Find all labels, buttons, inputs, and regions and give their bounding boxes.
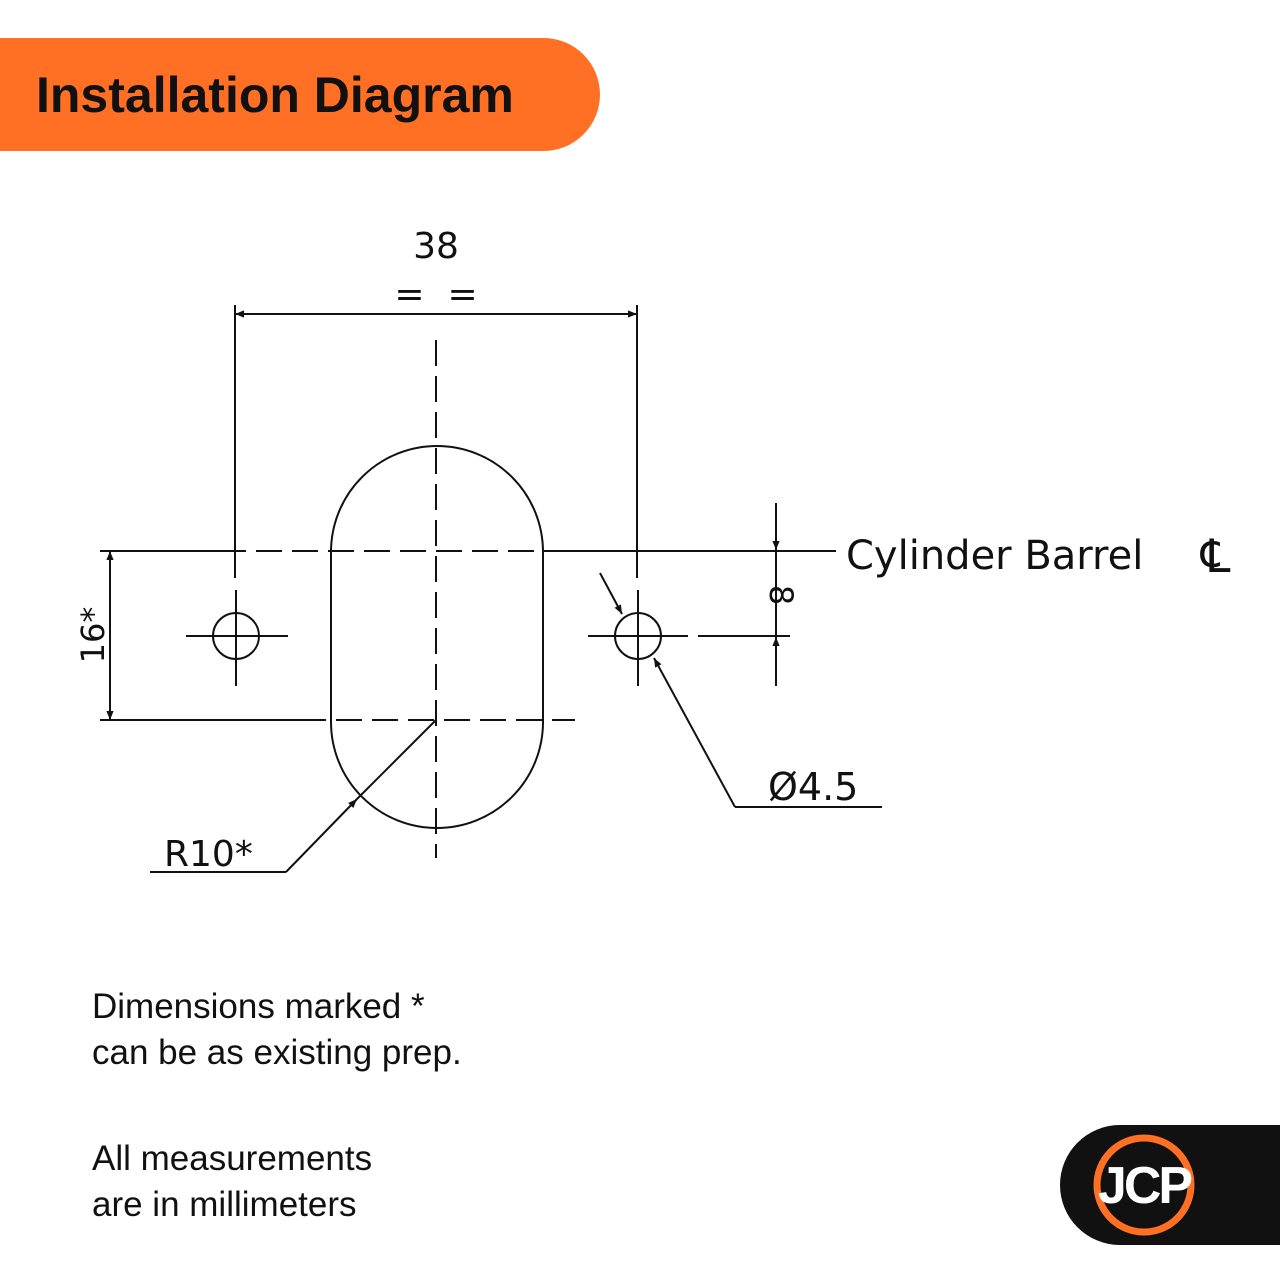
note-asterisk-line-2: can be as existing prep.	[92, 1033, 462, 1072]
width-dimension-label: 38	[413, 226, 459, 267]
note-units-line-1: All measurements	[92, 1139, 373, 1178]
logo-text: JCP	[1098, 1157, 1191, 1215]
radius-label: R10*	[164, 834, 253, 875]
hole-leader-lower	[653, 657, 736, 808]
centerline-symbol: ℄	[1200, 529, 1231, 583]
jcp-logo: JCP	[1060, 1125, 1280, 1245]
page-title: Installation Diagram	[36, 67, 514, 123]
offset-dimension-label: 8	[762, 585, 800, 605]
note-asterisk: Dimensions marked * can be as existing p…	[92, 984, 462, 1076]
logo-ring	[1093, 1134, 1195, 1236]
centerline-label: Cylinder Barrel	[846, 533, 1143, 579]
note-units-line-2: are in millimeters	[92, 1185, 357, 1224]
note-units: All measurements are in millimeters	[92, 1136, 372, 1228]
hole-diameter-label: Ø4.5	[768, 765, 858, 809]
equal-marks: = =	[394, 274, 477, 315]
note-asterisk-line-1: Dimensions marked *	[92, 987, 425, 1026]
title-banner	[0, 38, 600, 151]
radius-leader	[285, 798, 358, 873]
logo-badge	[1060, 1125, 1280, 1245]
height-dimension-label: 16*	[74, 607, 112, 664]
hole-leader-upper	[599, 572, 623, 615]
